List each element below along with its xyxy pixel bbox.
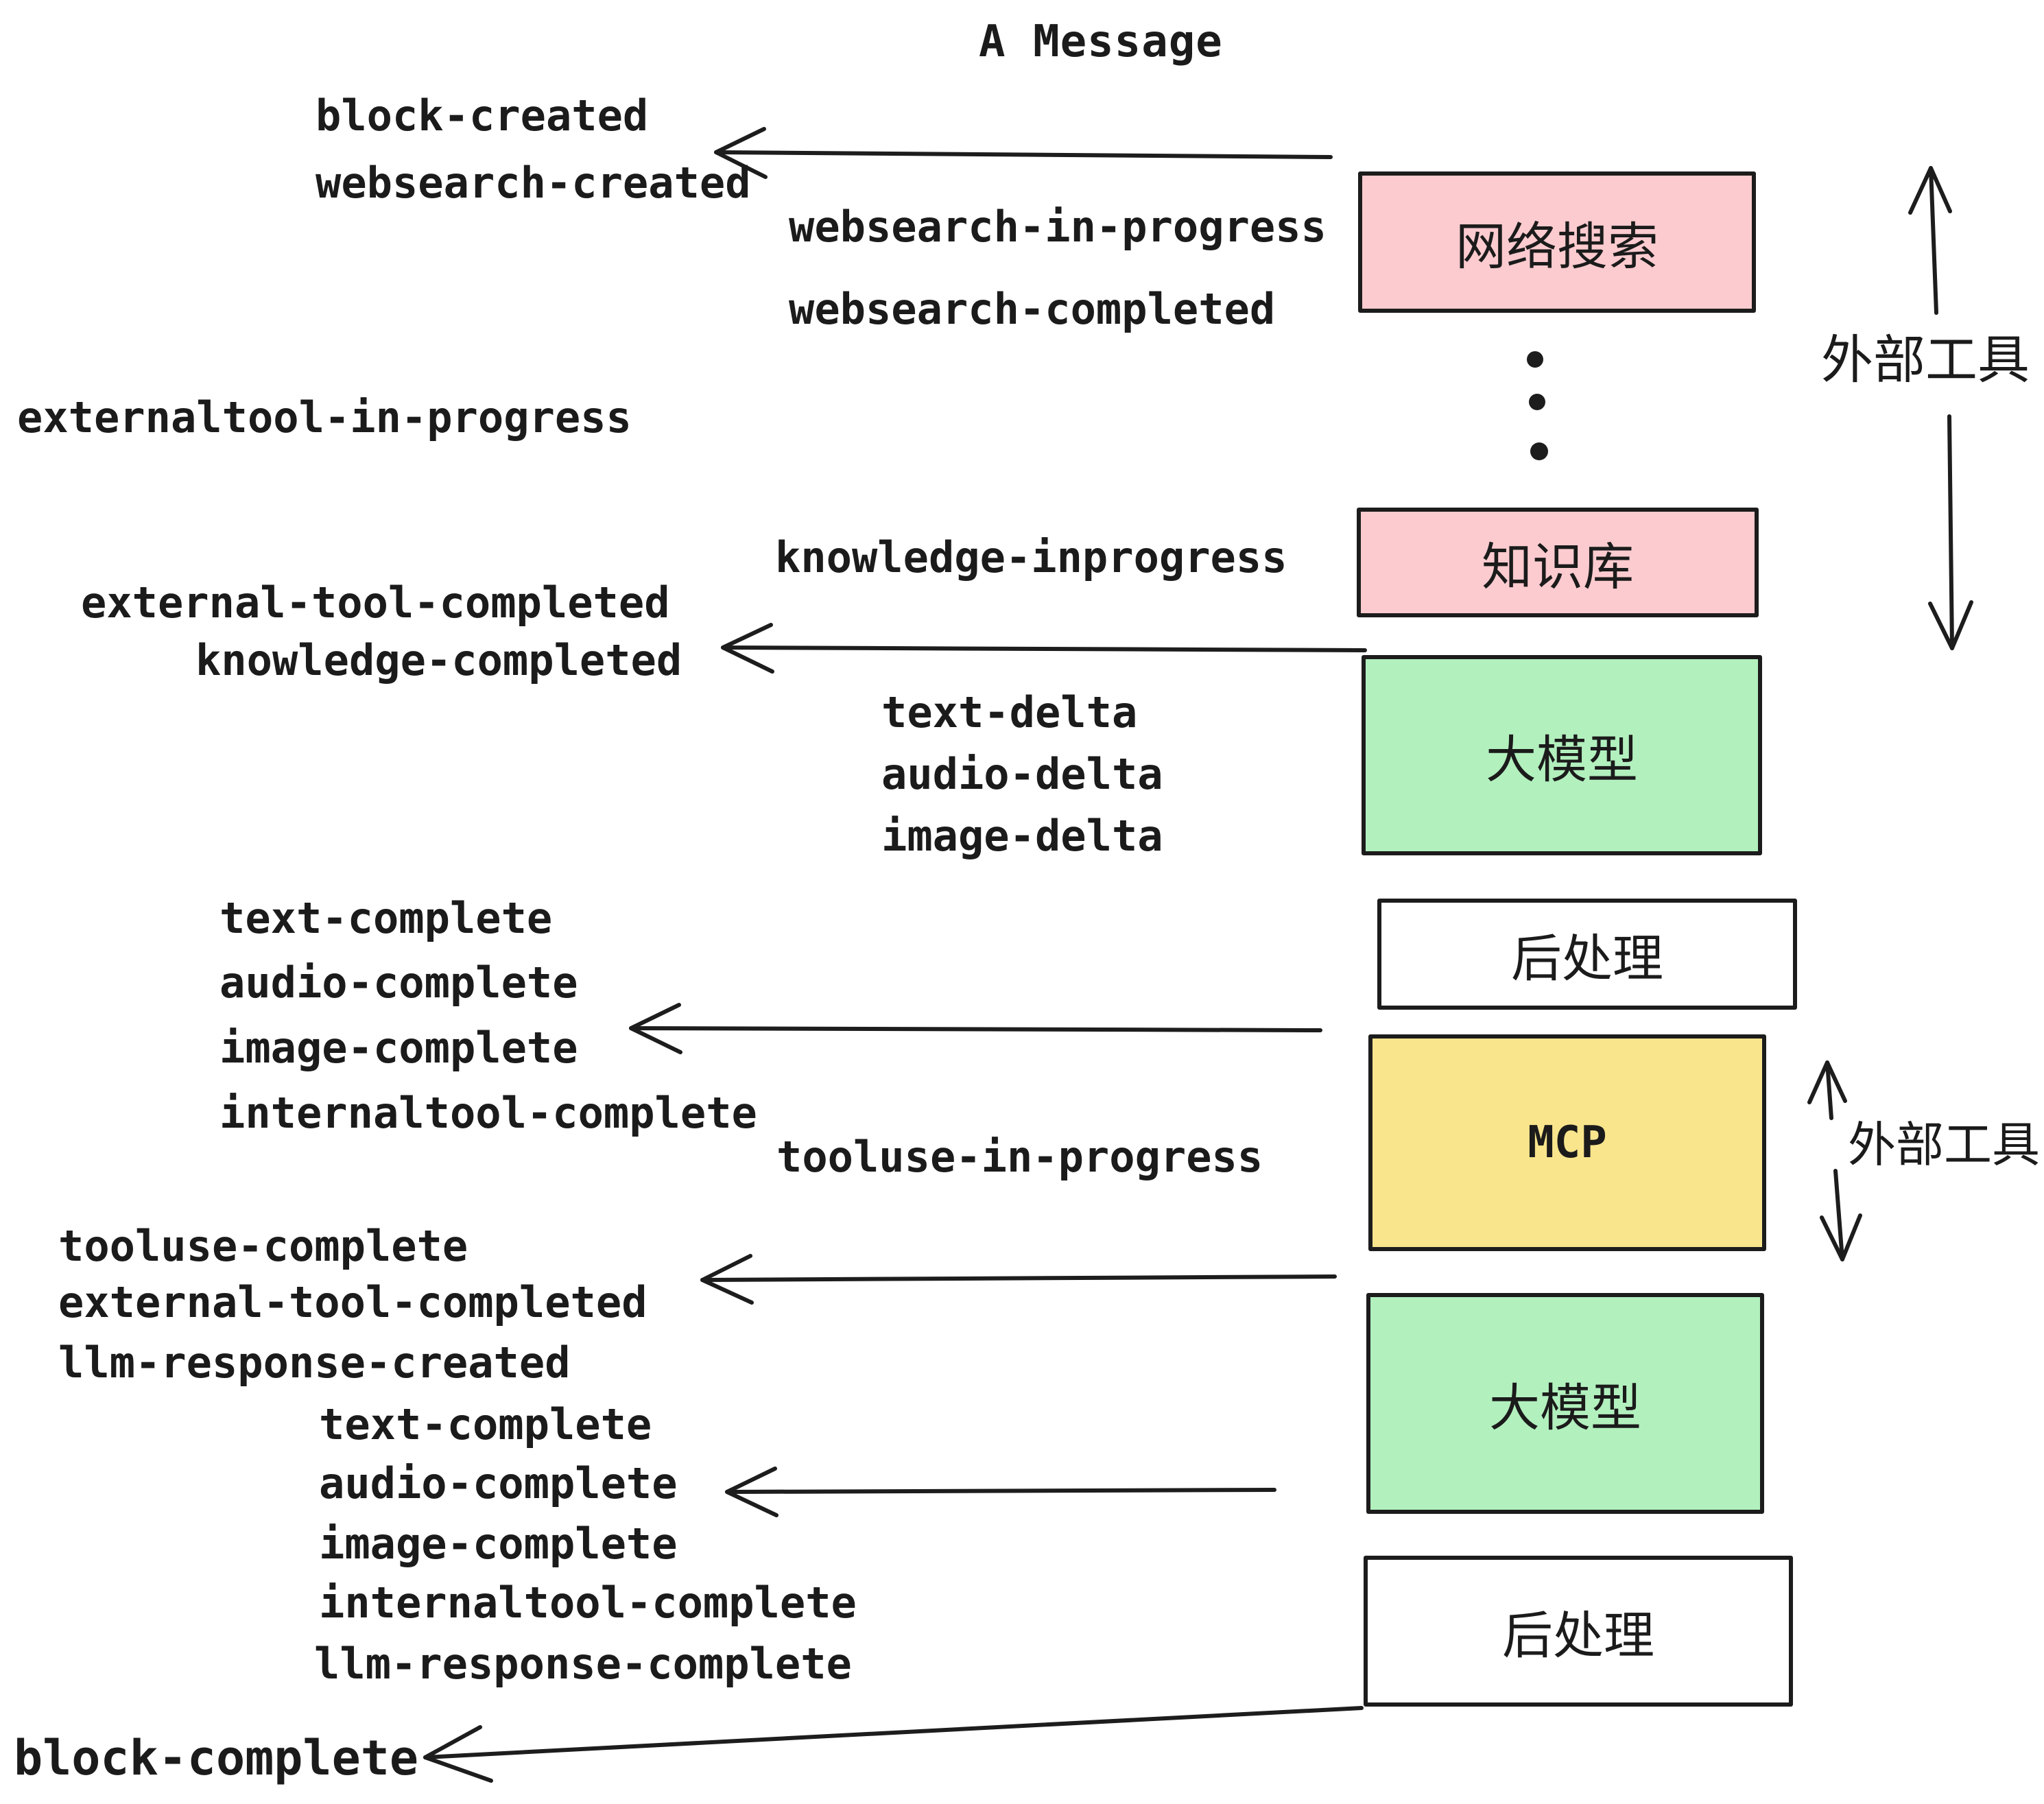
- arrow-tooluse-complete-icon: [700, 1254, 1337, 1305]
- event-image-complete-2: image-complete: [319, 1519, 678, 1569]
- arrow-websearch-created-icon: [714, 127, 1333, 179]
- arrow-llm2-complete-icon: [725, 1467, 1276, 1517]
- box-websearch-label: 网络搜索: [1455, 217, 1659, 275]
- box-websearch: 网络搜索: [1358, 171, 1756, 313]
- box-knowledge: 知识库: [1357, 508, 1759, 617]
- event-tooluse-in-progress: tooluse-in-progress: [776, 1132, 1263, 1182]
- arrow-block-complete-icon: [423, 1706, 1364, 1783]
- box-postprocess-1-label: 后处理: [1511, 929, 1663, 987]
- box-mcp-label: MCP: [1528, 1117, 1607, 1168]
- event-audio-complete-2: audio-complete: [319, 1458, 678, 1508]
- box-llm-2: 大模型: [1366, 1293, 1764, 1514]
- event-websearch-completed: websearch-completed: [789, 284, 1276, 334]
- box-postprocess-2: 后处理: [1364, 1556, 1793, 1707]
- event-external-tool-completed-1: external-tool-completed: [81, 578, 670, 628]
- event-tooluse-complete: tooluse-complete: [58, 1221, 468, 1271]
- event-text-complete-1: text-complete: [219, 893, 553, 943]
- box-llm-1-label: 大模型: [1486, 731, 1638, 788]
- event-audio-delta-1: audio-delta: [881, 749, 1163, 799]
- box-postprocess-2-label: 后处理: [1502, 1606, 1654, 1664]
- event-image-complete-1: image-complete: [219, 1023, 578, 1073]
- box-knowledge-label: 知识库: [1482, 538, 1634, 595]
- box-llm-2-label: 大模型: [1489, 1379, 1641, 1436]
- box-postprocess-1: 后处理: [1377, 899, 1797, 1010]
- event-websearch-created: websearch-created: [316, 158, 751, 208]
- event-text-complete-2: text-complete: [319, 1399, 652, 1449]
- arrow-knowledge-completed-icon: [721, 623, 1367, 674]
- event-audio-complete-1: audio-complete: [219, 958, 578, 1008]
- event-image-delta-1: image-delta: [881, 811, 1163, 861]
- box-mcp: MCP: [1368, 1034, 1766, 1251]
- event-externaltool-in-progress: externaltool-in-progress: [17, 392, 632, 442]
- external-tools-label-2: 外部工具: [1848, 1118, 2040, 1172]
- event-knowledge-completed: knowledge-completed: [195, 635, 682, 685]
- event-external-tool-completed-2: external-tool-completed: [58, 1277, 647, 1327]
- event-websearch-in-progress: websearch-in-progress: [789, 202, 1327, 252]
- event-text-delta-1: text-delta: [881, 687, 1138, 737]
- external-tools-span-arrow-top-icon: [1908, 166, 1973, 650]
- event-internaltool-complete-1: internaltool-complete: [219, 1088, 757, 1138]
- event-block-complete: block-complete: [14, 1730, 419, 1786]
- event-llm-response-created: llm-response-created: [58, 1338, 571, 1388]
- event-block-created: block-created: [316, 91, 649, 141]
- diagram-title: A Message: [979, 16, 1223, 67]
- event-knowledge-inprogress: knowledge-inprogress: [775, 532, 1287, 582]
- box-llm-1: 大模型: [1362, 655, 1762, 855]
- event-llm-response-complete: llm-response-complete: [314, 1639, 852, 1689]
- external-tools-label-1: 外部工具: [1821, 331, 2030, 390]
- external-tools-span-arrow-mcp-icon: [1807, 1060, 1862, 1261]
- event-internaltool-complete-2: internaltool-complete: [319, 1578, 857, 1628]
- vertical-ellipsis-icon: [1527, 351, 1548, 460]
- arrow-internal-complete-icon: [629, 1003, 1322, 1054]
